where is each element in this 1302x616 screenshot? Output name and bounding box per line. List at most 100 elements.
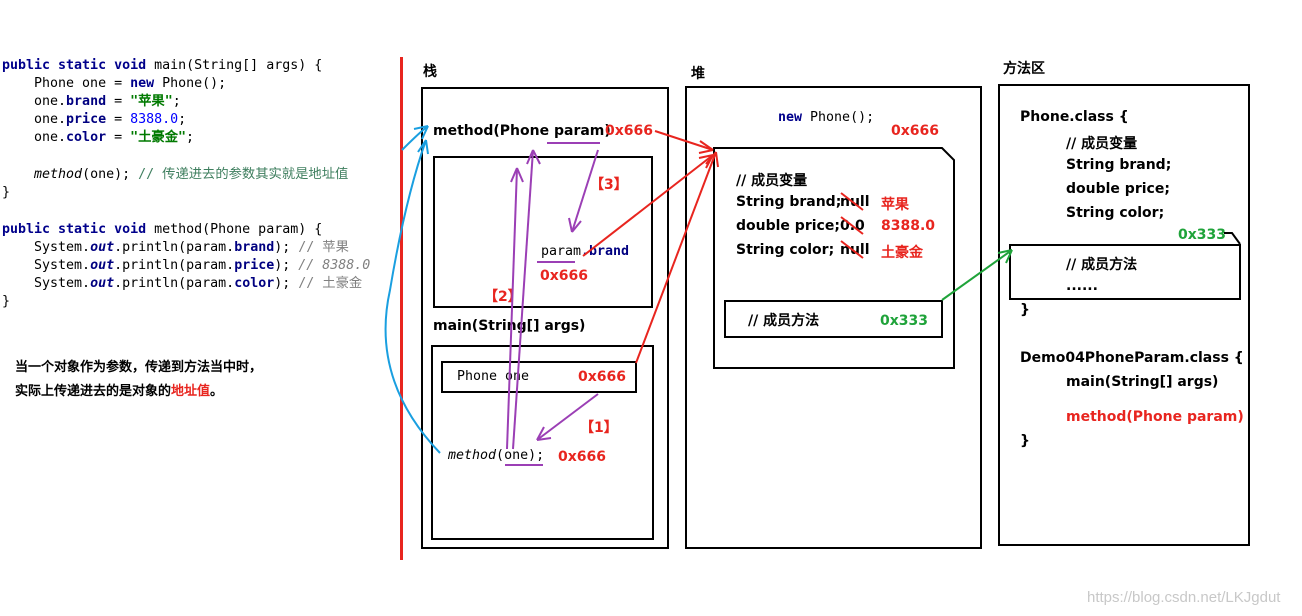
phone-one-label: Phone one bbox=[457, 369, 530, 384]
heap-new-statement: new Phone(); bbox=[778, 110, 874, 125]
heap-methods-address: 0x333 bbox=[880, 313, 928, 329]
code-text: one. bbox=[2, 112, 67, 127]
code-text: one. bbox=[2, 94, 67, 109]
code-string: "土豪金" bbox=[130, 130, 187, 145]
method-call-label: method(one); bbox=[448, 448, 544, 463]
strike-brand bbox=[840, 192, 864, 211]
heap-title: 堆 bbox=[691, 66, 705, 82]
code-string: "苹果" bbox=[130, 94, 173, 109]
code-comment: // 8388.0 bbox=[298, 258, 371, 273]
note-text: 。 bbox=[210, 384, 224, 399]
code-text: .println(param. bbox=[114, 240, 235, 255]
code-line-main-signature: public static void main(String[] args) { bbox=[2, 57, 322, 75]
heap-field-brand-new: 苹果 bbox=[881, 197, 909, 213]
strike-price bbox=[840, 216, 864, 235]
new-keyword: new bbox=[778, 110, 803, 125]
main-frame-label: main(String[] args) bbox=[433, 318, 586, 334]
code-text: .println(param. bbox=[114, 258, 235, 273]
arrow-method-to-heap bbox=[654, 130, 714, 151]
arrow-step-1-head bbox=[536, 426, 552, 441]
method-frame-param: param bbox=[553, 123, 605, 139]
heap-fields-comment: // 成员变量 bbox=[736, 173, 808, 189]
code-field: out bbox=[90, 258, 115, 273]
note-text: 实际上传递进去的是对象的 bbox=[15, 384, 172, 399]
note-line-1: 当一个对象作为参数，传递到方法当中时， bbox=[15, 360, 263, 375]
call-paren: ); bbox=[528, 448, 545, 463]
code-text: System. bbox=[2, 276, 91, 291]
code-keyword: public static void bbox=[2, 58, 147, 73]
separator-line bbox=[400, 57, 403, 560]
code-line-set-brand: one.brand = "苹果"; bbox=[2, 93, 181, 111]
arrow-one-to-heap-head bbox=[705, 151, 719, 168]
code-field: price bbox=[66, 112, 107, 127]
stack-title: 栈 bbox=[423, 64, 437, 80]
arrow-step-3 bbox=[571, 149, 599, 233]
code-text: ); bbox=[274, 240, 299, 255]
code-line-close-main: } bbox=[2, 184, 10, 202]
code-line-print-price: System.out.println(param.price); // 8388… bbox=[2, 257, 370, 275]
code-text: method(Phone param) { bbox=[146, 222, 323, 237]
code-comment: // 传递进去的参数其实就是地址值 bbox=[138, 167, 349, 182]
class-fields-comment: // 成员变量 bbox=[1066, 136, 1138, 152]
class-methods-box bbox=[1009, 244, 1241, 300]
note-highlight: 地址值 bbox=[171, 384, 211, 399]
code-comment: // 苹果 bbox=[298, 240, 349, 255]
method-frame-name: method(Phone bbox=[433, 123, 554, 139]
code-text: Phone(); bbox=[154, 76, 227, 91]
call-paren: ( bbox=[496, 448, 505, 463]
code-line-set-price: one.price = 8388.0; bbox=[2, 111, 186, 129]
class-methods-ellipsis: ...... bbox=[1066, 278, 1098, 294]
class-field-color: String color; bbox=[1066, 205, 1165, 221]
class-field-price: double price; bbox=[1066, 181, 1170, 197]
code-line-method-signature: public static void method(Phone param) { bbox=[2, 221, 322, 239]
stack-box bbox=[421, 87, 669, 549]
code-method-name: method bbox=[34, 167, 83, 182]
code-number: 8388.0 bbox=[130, 112, 179, 127]
arrow-one-to-heap bbox=[635, 151, 717, 364]
method-area-box bbox=[998, 84, 1250, 546]
code-text: main(String[] args) { bbox=[146, 58, 323, 73]
code-text: ); bbox=[274, 276, 299, 291]
code-text: ; bbox=[178, 112, 187, 127]
arrow-step-2-head bbox=[510, 167, 524, 183]
demo-method-label: method(Phone param) bbox=[1066, 409, 1244, 425]
arrow-method-to-heap-head bbox=[698, 140, 714, 154]
new-rest: Phone(); bbox=[802, 110, 875, 125]
code-text: (one); bbox=[82, 167, 139, 182]
arrow-code-to-method-frame-head bbox=[413, 125, 429, 140]
code-text: ); bbox=[274, 258, 299, 273]
code-text: = bbox=[106, 130, 131, 145]
class-methods-address: 0x333 bbox=[1178, 227, 1226, 243]
heap-methods-comment: // 成员方法 bbox=[748, 313, 820, 329]
heap-methods-box bbox=[724, 300, 943, 338]
arrow-step-2b-head bbox=[526, 149, 541, 165]
arrow-call-line bbox=[384, 139, 441, 454]
code-field: color bbox=[66, 130, 107, 145]
code-text: } bbox=[2, 294, 11, 309]
heap-field-price-new: 8388.0 bbox=[881, 218, 936, 234]
heap-object-corner bbox=[713, 147, 955, 369]
code-text: System. bbox=[2, 240, 91, 255]
code-text: Phone one = bbox=[2, 76, 131, 91]
code-text: ; bbox=[186, 130, 195, 145]
code-text: = bbox=[106, 94, 131, 109]
main-frame-box bbox=[431, 345, 654, 540]
code-field: price bbox=[234, 258, 275, 273]
note-line-2: 实际上传递进去的是对象的地址值。 bbox=[15, 380, 223, 399]
method-call-address: 0x666 bbox=[558, 449, 606, 465]
heap-field-color: String color; bbox=[736, 242, 835, 258]
phone-one-box bbox=[441, 361, 637, 393]
code-field: brand bbox=[234, 240, 275, 255]
arrow-step-2 bbox=[506, 167, 518, 450]
code-panel: public static void main(String[] args) {… bbox=[2, 57, 400, 317]
heap-field-color-new: 土豪金 bbox=[881, 245, 923, 261]
code-text: = bbox=[106, 112, 131, 127]
code-text: ; bbox=[172, 94, 181, 109]
heap-field-brand: String brand; bbox=[736, 194, 842, 210]
code-line-new-phone: Phone one = new Phone(); bbox=[2, 75, 226, 93]
method-frame-name-end: ) bbox=[604, 123, 611, 139]
code-field: out bbox=[90, 240, 115, 255]
arrow-step-3-head bbox=[568, 217, 582, 233]
